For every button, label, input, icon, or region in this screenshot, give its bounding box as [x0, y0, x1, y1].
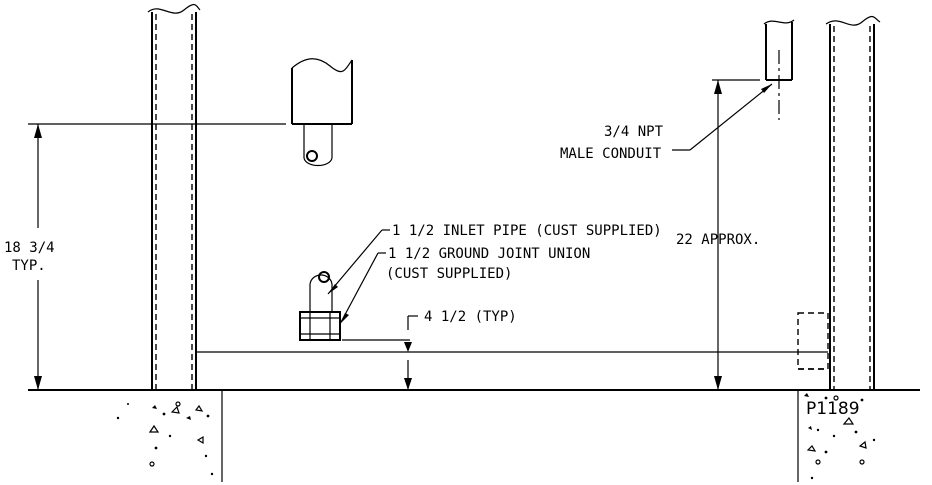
inlet-pipe	[309, 271, 333, 312]
conduit-fitting	[763, 19, 795, 120]
dimension-4-1-2	[342, 315, 418, 390]
leader-lines	[327, 83, 773, 325]
label-union-supplied: (CUST SUPPLIED)	[386, 266, 512, 282]
label-offset: 4 1/2 (TYP)	[424, 309, 517, 325]
label-left-height-typ: TYP.	[12, 258, 46, 274]
overhead-burner	[291, 58, 353, 167]
part-number: P1189	[806, 399, 860, 419]
label-conduit-size: 3/4 NPT	[604, 124, 664, 140]
label-conduit-type: MALE CONDUIT	[560, 146, 662, 162]
label-union: 1 1/2 GROUND JOINT UNION	[388, 246, 590, 262]
dimension-22-approx	[712, 79, 760, 390]
left-footing	[116, 390, 223, 482]
left-column	[147, 3, 201, 390]
right-footing	[797, 390, 876, 482]
label-inlet-pipe: 1 1/2 INLET PIPE (CUST SUPPLIED)	[392, 223, 662, 239]
ground-joint-union	[299, 311, 341, 341]
right-column	[825, 15, 881, 390]
dimension-18-3-4	[28, 123, 286, 390]
label-approx-height: 22 APPROX.	[676, 232, 760, 248]
label-left-height: 18 3/4	[4, 240, 55, 256]
base-platform	[196, 312, 829, 370]
